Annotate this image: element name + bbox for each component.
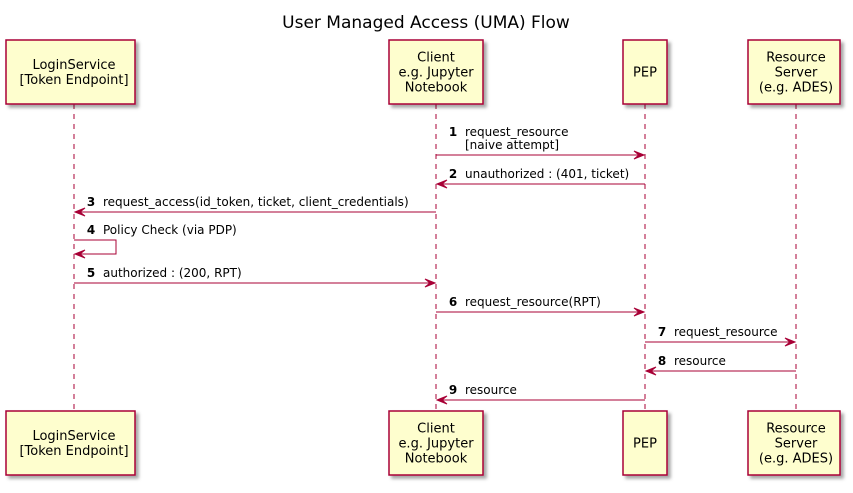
- participant-boxes: LoginService[Token Endpoint]LoginService…: [5, 39, 841, 476]
- message-6: 6 request_resource(RPT): [436, 295, 646, 317]
- message-number: 7: [658, 325, 666, 339]
- message-7: 7 request_resource: [645, 325, 797, 347]
- participant-label: LoginService: [32, 58, 115, 73]
- message-number: 3: [87, 195, 95, 209]
- message-number: 2: [449, 167, 457, 181]
- message-2: 2 unauthorized : (401, ticket): [435, 167, 645, 189]
- message-number: 9: [449, 383, 457, 397]
- participant-label: PEP: [633, 66, 657, 81]
- participant-box: [622, 39, 668, 105]
- message-1: 1 request_resource[naive attempt]: [436, 125, 646, 160]
- message-number: 1: [449, 125, 457, 139]
- message-label: request_resource(RPT): [465, 295, 601, 309]
- arrow-head: [633, 307, 646, 317]
- message-4: 4 Policy Check (via PDP): [73, 223, 237, 259]
- message-9: 9 resource: [435, 383, 645, 405]
- participant-label: PEP: [633, 437, 657, 452]
- participant-box: [388, 410, 484, 476]
- message-label: unauthorized : (401, ticket): [465, 167, 629, 181]
- message-number: 5: [87, 266, 95, 280]
- arrow-head: [73, 249, 86, 259]
- participant-label: Resource: [766, 422, 826, 437]
- message-number: 8: [658, 354, 666, 368]
- message-number: 6: [449, 295, 457, 309]
- participant-label: Server: [775, 66, 818, 81]
- participant-label: Client: [417, 51, 455, 66]
- participant-login-bottom: LoginService[Token Endpoint]: [5, 410, 136, 476]
- participant-box: [388, 39, 484, 105]
- message-8: 8 resource: [644, 354, 796, 376]
- message-line: [74, 239, 117, 255]
- message-label: authorized : (200, RPT): [103, 266, 242, 280]
- arrow-head: [435, 395, 448, 405]
- message-label: resource: [465, 383, 517, 397]
- message-label: resource: [674, 354, 726, 368]
- message-label: [naive attempt]: [465, 138, 559, 152]
- participant-login-top: LoginService[Token Endpoint]: [5, 39, 136, 105]
- arrow-head: [644, 366, 657, 376]
- participant-label: Notebook: [405, 452, 468, 467]
- participant-label: (e.g. ADES): [759, 81, 833, 96]
- participant-box: [5, 39, 136, 105]
- participant-label: [Token Endpoint]: [19, 444, 128, 459]
- participant-pep-top: PEP: [622, 39, 668, 105]
- participant-label: (e.g. ADES): [759, 452, 833, 467]
- message-label: Policy Check (via PDP): [103, 223, 237, 237]
- participant-label: Server: [775, 437, 818, 452]
- message-label: request_access(id_token, ticket, client_…: [103, 195, 409, 209]
- participant-label: [Token Endpoint]: [19, 73, 128, 88]
- participant-label: e.g. Jupyter: [398, 437, 474, 452]
- participant-pep-bottom: PEP: [622, 410, 668, 476]
- participant-box: [747, 410, 841, 476]
- participant-box: [747, 39, 841, 105]
- message-5: 5 authorized : (200, RPT): [74, 266, 437, 288]
- arrow-head: [424, 278, 437, 288]
- participant-label: LoginService: [32, 429, 115, 444]
- arrow-head: [633, 150, 646, 160]
- participant-label: Client: [417, 422, 455, 437]
- message-number: 4: [87, 223, 95, 237]
- arrow-head: [435, 179, 448, 189]
- participant-label: e.g. Jupyter: [398, 66, 474, 81]
- message-3: 3 request_access(id_token, ticket, client…: [73, 195, 436, 217]
- message-label: request_resource: [674, 325, 778, 339]
- participant-label: Notebook: [405, 81, 468, 96]
- participant-label: Resource: [766, 51, 826, 66]
- arrow-head: [73, 207, 86, 217]
- participant-box: [622, 410, 668, 476]
- arrow-head: [784, 337, 797, 347]
- diagram-title: User Managed Access (UMA) Flow: [282, 13, 570, 33]
- participant-box: [5, 410, 136, 476]
- message-label: request_resource: [465, 125, 569, 139]
